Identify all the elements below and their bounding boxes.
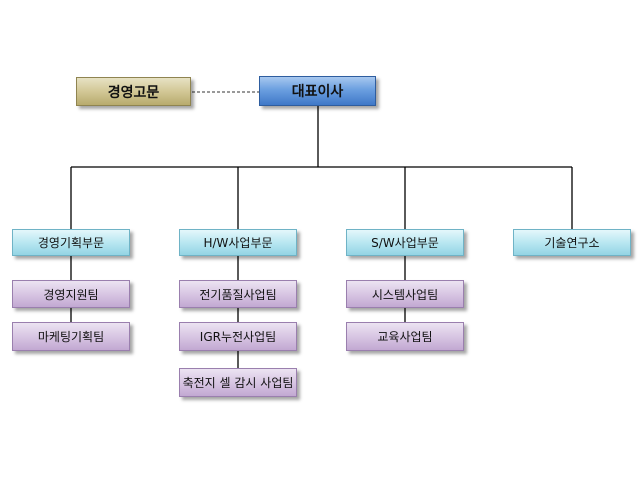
team-igr-leakage: IGR누전사업팀 [179, 322, 297, 351]
dept-tech-research: 기술연구소 [513, 229, 631, 256]
advisor-label: 경영고문 [107, 84, 160, 101]
dept-label: 기술연구소 [544, 236, 600, 250]
dept-management-planning: 경영기획부문 [12, 229, 130, 256]
team-power-quality: 전기품질사업팀 [179, 280, 297, 308]
ceo-label: 대표이사 [291, 84, 344, 100]
ceo-box: 대표이사 [259, 76, 376, 106]
team-education-business: 교육사업팀 [346, 322, 464, 351]
team-management-support: 경영지원팀 [12, 280, 130, 308]
team-label: 교육사업팀 [377, 330, 433, 344]
team-system-business: 시스템사업팀 [346, 280, 464, 308]
team-label: IGR누전사업팀 [199, 330, 277, 344]
dept-sw-business: S/W사업부문 [346, 229, 464, 256]
team-label: 전기품질사업팀 [199, 287, 277, 302]
dept-hw-business: H/W사업부문 [179, 229, 297, 256]
team-battery-cell-monitor: 축전지 셀 감시 사업팀 [179, 368, 297, 397]
team-marketing-planning: 마케팅기획팀 [12, 322, 130, 351]
team-label: 마케팅기획팀 [37, 330, 105, 344]
team-label: 경영지원팀 [43, 287, 99, 302]
team-label: 시스템사업팀 [371, 287, 439, 302]
dept-label: S/W사업부문 [371, 236, 439, 250]
dept-label: 경영기획부문 [37, 236, 105, 250]
advisor-box: 경영고문 [76, 77, 191, 106]
dept-label: H/W사업부문 [203, 236, 273, 250]
team-label: 축전지 셀 감시 사업팀 [182, 376, 294, 390]
